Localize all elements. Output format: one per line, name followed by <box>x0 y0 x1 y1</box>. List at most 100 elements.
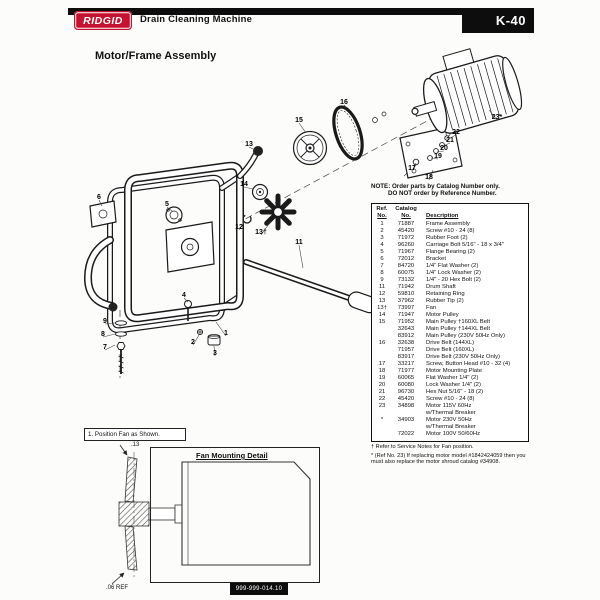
cell-ref: 14 <box>378 312 386 318</box>
callout-18: 18 <box>425 174 433 181</box>
callout-1: 1 <box>224 330 228 337</box>
cell-catalog: 60080 <box>397 382 415 388</box>
cell-ref: 23 <box>378 403 386 409</box>
carriage-bolt <box>184 300 192 321</box>
footnote-dagger: † Refer to Service Notes for Fan positio… <box>371 444 474 450</box>
cell-catalog: 33217 <box>397 361 415 367</box>
cell-catalog: 71952 <box>397 319 415 325</box>
callout-8: 8 <box>101 331 105 338</box>
cell-ref: 3 <box>380 235 384 241</box>
callout-leader <box>104 322 116 325</box>
callout-leader <box>298 122 307 134</box>
callout-21: 21 <box>446 137 454 144</box>
cell-ref: 4 <box>380 242 384 248</box>
callout-15: 15 <box>295 117 303 124</box>
column-description: Description <box>426 213 459 219</box>
cell-description: Flat Washer 1/4" (2) <box>426 375 479 381</box>
callout-leader <box>102 333 116 338</box>
cell-ref: 12 <box>378 291 386 297</box>
screw <box>196 328 204 336</box>
drive-belt <box>332 105 364 161</box>
cell-ref: 20 <box>378 382 386 388</box>
callout-leader <box>213 345 216 357</box>
callout-22: 22 <box>452 129 460 136</box>
retaining-ring <box>242 214 252 224</box>
cell-ref <box>374 424 390 431</box>
callout-leader <box>428 169 434 181</box>
callout-7: 7 <box>103 344 107 351</box>
callout-11: 11 <box>295 239 303 246</box>
callout-leader <box>411 162 417 172</box>
cell-ref <box>374 347 390 354</box>
bracket <box>89 200 117 228</box>
rubber-tip <box>253 146 263 156</box>
model-badge: K-40 <box>462 8 534 33</box>
cell-catalog: 71957 <box>397 347 415 353</box>
cell-catalog: 32643 <box>397 326 415 332</box>
order-note: NOTE: Order parts by Catalog Number only… <box>371 183 537 197</box>
column-catalog: Catalog No. <box>395 206 417 219</box>
cell-description: Retaining Ring <box>426 291 465 297</box>
cell-catalog: 45420 <box>397 396 415 402</box>
cell-description: Main Pulley (230V 50Hz Only) <box>426 333 505 339</box>
cell-ref: 8 <box>380 270 384 276</box>
cell-description: Main Pulley †144XL Belt <box>426 326 490 332</box>
table-row: w/Thermal Breaker <box>374 424 526 431</box>
cell-catalog: 34898 <box>397 403 415 409</box>
cell-ref: 22 <box>378 396 386 402</box>
cell-catalog: 34903 <box>397 417 415 423</box>
cell-ref: 21 <box>378 389 386 395</box>
cell-catalog: 37962 <box>397 298 415 304</box>
callout-leader <box>183 297 189 303</box>
cell-catalog: 83917 <box>397 354 415 360</box>
callout-leader <box>436 150 445 153</box>
callout-leader <box>215 321 227 337</box>
cell-ref: 13† <box>377 305 387 311</box>
callout-leader <box>343 104 348 109</box>
cell-catalog: 73132 <box>397 277 415 283</box>
cell-ref: 17 <box>378 361 386 367</box>
cell-catalog: 71887 <box>397 221 415 227</box>
cell-ref: 1 <box>380 221 384 227</box>
cell-catalog: 60065 <box>397 375 415 381</box>
cell-description: Drive Belt (144XL) <box>426 340 475 346</box>
callout-16: 16 <box>340 99 348 106</box>
fan <box>259 193 297 231</box>
cell-catalog: 71967 <box>397 249 415 255</box>
spacer <box>381 111 387 117</box>
cell-description: Fan <box>426 305 437 311</box>
cell-ref: 5 <box>380 249 384 255</box>
cell-ref: * <box>380 417 384 423</box>
cell-ref: 18 <box>378 368 386 374</box>
drum-shaft <box>243 259 389 314</box>
cell-ref: 19 <box>378 375 386 381</box>
rubber-foot <box>207 334 221 346</box>
callout-leader <box>192 334 200 346</box>
cell-description: Drive Belt (160XL) <box>426 347 475 353</box>
cell-description: Lock Washer 1/4" (2) <box>426 382 481 388</box>
motor-pulley <box>251 183 269 201</box>
callout-23*: 23* <box>492 114 503 121</box>
flange-bearing <box>165 206 183 224</box>
dim-label-bottom: .06 REF <box>106 585 129 591</box>
cell-description: 1/4" - 20 Hex Bolt (2) <box>426 277 481 283</box>
cell-ref <box>374 431 390 438</box>
cell-description: Screw #10 - 24 (8) <box>426 228 475 234</box>
callout-leader <box>442 142 451 147</box>
callout-leader <box>447 134 457 140</box>
page-title: Motor/Frame Assembly <box>95 50 217 62</box>
cell-catalog: 73997 <box>397 305 415 311</box>
dim-label-top: .13 <box>131 442 140 448</box>
cell-ref: 13 <box>378 298 386 304</box>
cell-description: Motor 100V 50/60Hz <box>426 431 481 437</box>
column-ref: Ref. No. <box>376 206 388 219</box>
callout-2: 2 <box>191 339 195 346</box>
cell-description: Main Pulley †160XL Belt <box>426 319 490 325</box>
cell-catalog: 71977 <box>397 368 415 374</box>
cell-description: Rubber Foot (2) <box>426 235 468 241</box>
